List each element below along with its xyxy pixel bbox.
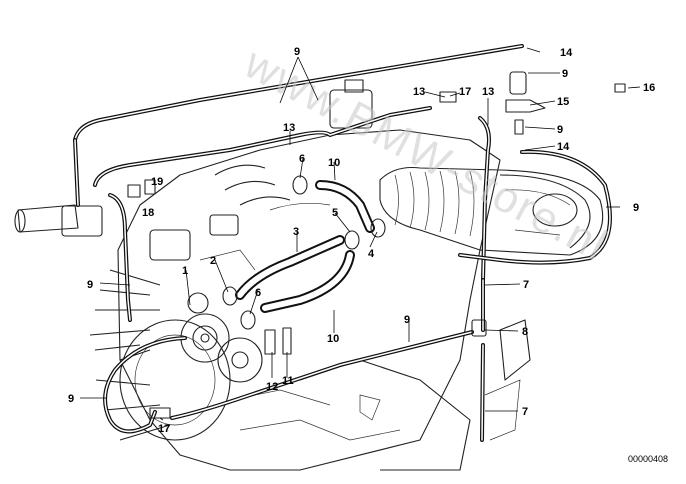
callout-9-mid-right: 9 bbox=[557, 124, 563, 136]
hose-clamps bbox=[127, 71, 626, 419]
callout-3: 3 bbox=[293, 226, 299, 238]
callout-4: 4 bbox=[368, 248, 375, 260]
callout-9-top: 9 bbox=[294, 46, 300, 58]
callout-13-right: 13 bbox=[482, 86, 494, 98]
air-intake-boot bbox=[379, 166, 604, 256]
callout-5: 5 bbox=[332, 207, 338, 219]
callout-18: 18 bbox=[142, 207, 154, 219]
callout-16: 16 bbox=[643, 82, 655, 94]
callout-11: 11 bbox=[282, 375, 294, 387]
callout-14-top: 14 bbox=[560, 47, 573, 59]
callout-6-top: 6 bbox=[299, 153, 305, 165]
callout-15: 15 bbox=[557, 96, 569, 108]
callout-13-left: 13 bbox=[413, 86, 425, 98]
callout-9-right-top: 9 bbox=[562, 68, 568, 80]
callout-labels: 9 14 9 16 13 17 13 15 9 13 14 6 10 19 18… bbox=[68, 46, 655, 435]
callout-1: 1 bbox=[182, 265, 188, 277]
callout-13-mid: 13 bbox=[283, 122, 295, 134]
callout-7-top: 7 bbox=[523, 279, 529, 291]
callout-17-top: 17 bbox=[459, 86, 471, 98]
callout-14-mid: 14 bbox=[557, 141, 570, 153]
diagram-part-number: 00000408 bbox=[628, 454, 668, 464]
callout-17-bottom: 17 bbox=[158, 423, 170, 435]
callout-9-bottom-left: 9 bbox=[68, 393, 74, 405]
callout-10-top: 10 bbox=[328, 157, 340, 169]
leader-lines bbox=[80, 47, 641, 421]
callout-7-bottom: 7 bbox=[522, 406, 528, 418]
engine-block-outline bbox=[14, 79, 531, 471]
callout-19: 19 bbox=[151, 176, 163, 188]
callout-9-mid: 9 bbox=[404, 314, 410, 326]
callout-10-bottom: 10 bbox=[327, 333, 339, 345]
callout-12: 12 bbox=[266, 381, 278, 393]
callout-9-far-right: 9 bbox=[633, 202, 639, 214]
callout-9-left: 9 bbox=[87, 279, 93, 291]
callout-6-bottom: 6 bbox=[255, 287, 261, 299]
callout-8: 8 bbox=[522, 326, 528, 338]
callout-2: 2 bbox=[210, 255, 216, 267]
